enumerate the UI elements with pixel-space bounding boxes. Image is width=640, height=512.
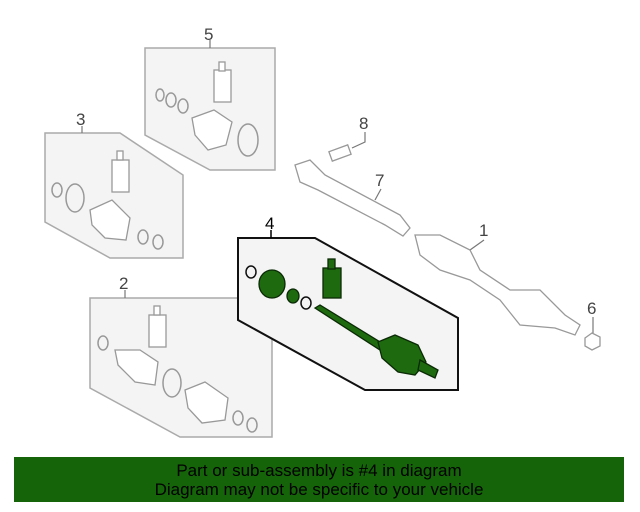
panel-3 [44, 132, 184, 259]
callout-6-label[interactable]: 6 [587, 299, 596, 318]
info-banner: Part or sub-assembly is #4 in diagram Di… [14, 457, 624, 502]
callout-5-group[interactable]: 5 [144, 25, 276, 171]
banner-line-1: Part or sub-assembly is #4 in diagram [176, 461, 462, 480]
callout-8-group[interactable]: 8 [328, 114, 369, 162]
callout-7-group[interactable]: 7 [294, 159, 411, 237]
callout-4-label[interactable]: 4 [265, 214, 274, 233]
grease-pack-highlighted [322, 267, 342, 299]
callout-3-group[interactable]: 3 [44, 110, 184, 259]
callout-7-label[interactable]: 7 [375, 171, 384, 190]
grease-pack [213, 69, 232, 103]
callout-8-label[interactable]: 8 [359, 114, 368, 133]
boot-clamp-highlighted [258, 269, 286, 299]
callout-6-group[interactable]: 6 [584, 299, 601, 351]
panel-5 [144, 47, 276, 171]
callout-3-label[interactable]: 3 [76, 110, 85, 129]
boot [191, 109, 233, 151]
banner-line-2: Diagram may not be specific to your vehi… [154, 480, 484, 499]
callout-1-group[interactable]: 1 [414, 221, 581, 336]
callout-5-label[interactable]: 5 [204, 25, 213, 44]
parts-diagram: 5 3 2 4 [44, 25, 601, 438]
callout-4-group[interactable]: 4 [237, 214, 459, 391]
callout-1-label[interactable]: 1 [479, 221, 488, 240]
callout-2-label[interactable]: 2 [119, 274, 128, 293]
